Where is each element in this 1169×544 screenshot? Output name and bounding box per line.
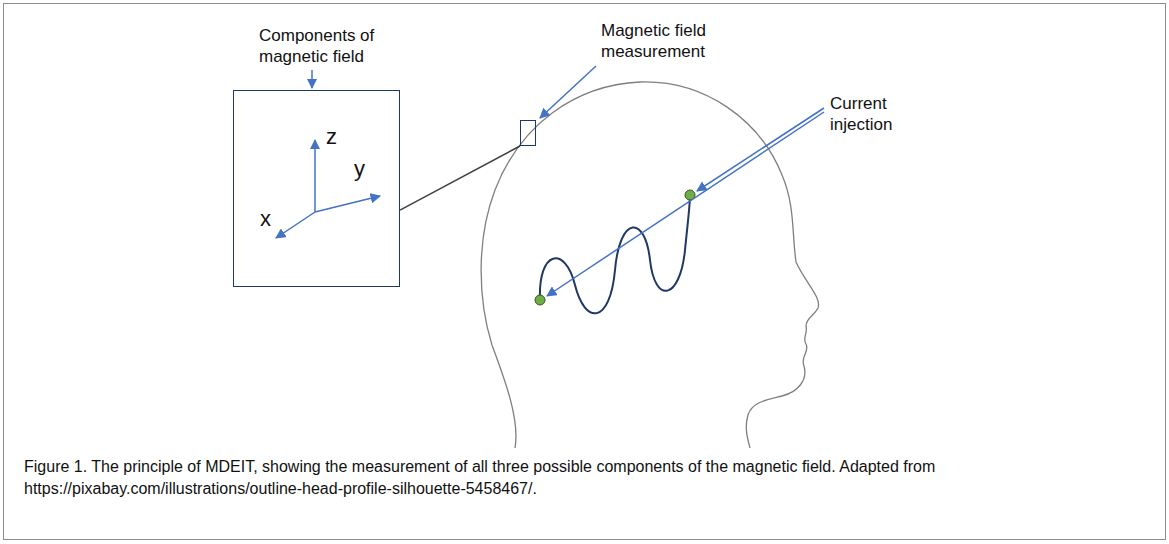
z-axis xyxy=(314,140,316,212)
text-holder: Magnetic field measurement xyxy=(601,20,719,62)
leader-arrow xyxy=(697,108,824,191)
current-path xyxy=(540,195,690,313)
axis-label: y xyxy=(354,157,374,181)
box-heading: Components of magnetic field xyxy=(259,25,389,67)
y-axis xyxy=(315,196,380,212)
electrode-dot xyxy=(535,295,545,305)
text-holder: y xyxy=(354,157,374,181)
connector-line xyxy=(400,146,520,210)
axis-label: z xyxy=(326,125,346,149)
figure-frame xyxy=(4,4,1166,540)
text-holder: z xyxy=(326,125,346,149)
field-components-box: Components of magnetic fieldzxy xyxy=(233,90,400,287)
x-axis xyxy=(276,212,315,238)
leader-arrow xyxy=(540,66,596,118)
axis-label: x xyxy=(260,207,280,231)
text-holder: Components of magnetic field xyxy=(259,25,389,67)
annotation-label: Current injection xyxy=(830,93,925,135)
text-holder: Current injection xyxy=(830,93,925,135)
head-outline xyxy=(481,82,818,448)
figure-caption: Figure 1. The principle of MDEIT, showin… xyxy=(24,456,1148,500)
leader-arrow xyxy=(547,112,824,296)
sensor-heading: Magnetic field measurement xyxy=(601,20,719,62)
sensor-square: Magnetic field measurement xyxy=(520,120,536,146)
text-holder: Figure 1. The principle of MDEIT, showin… xyxy=(24,456,1148,500)
text-holder: x xyxy=(260,207,280,231)
leader-arrow xyxy=(311,70,313,88)
